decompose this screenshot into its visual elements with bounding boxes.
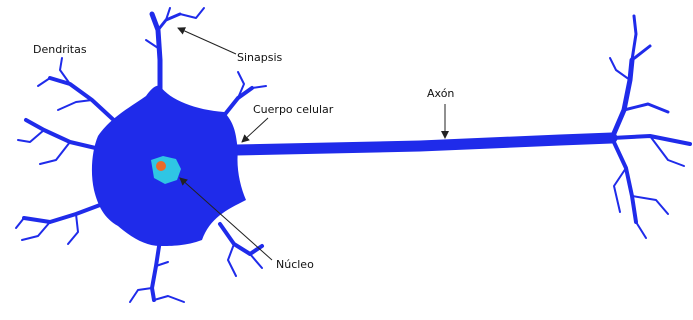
axon-label: Axón	[427, 87, 454, 100]
nucleolus	[156, 161, 166, 171]
dendritas-label: Dendritas	[33, 43, 87, 56]
cuerpo-celular-arrow	[242, 118, 268, 142]
cuerpo-celular-label: Cuerpo celular	[253, 103, 333, 116]
axon	[236, 16, 690, 238]
sinapsis-label: Sinapsis	[237, 51, 282, 64]
sinapsis-arrow	[178, 28, 236, 54]
nucleo-label: Núcleo	[276, 258, 314, 271]
